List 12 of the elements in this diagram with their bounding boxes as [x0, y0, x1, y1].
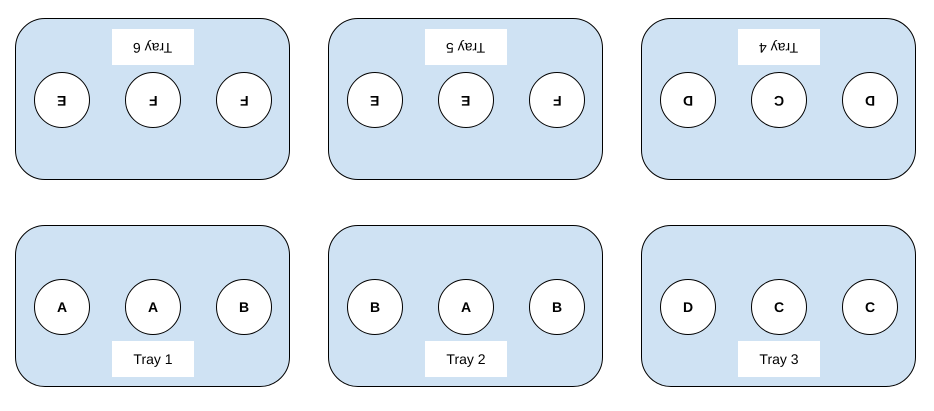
- tray-panel: [328, 18, 603, 180]
- tray-label: Tray 4: [738, 29, 820, 65]
- tray-panel: [15, 225, 290, 387]
- tray-label: Tray 5: [425, 29, 507, 65]
- tray-label: Tray 3: [738, 341, 820, 377]
- tray-panel: [641, 18, 916, 180]
- tray-panel: [328, 225, 603, 387]
- tray-panel: [641, 225, 916, 387]
- tray-label: Tray 6: [112, 29, 194, 65]
- tray-panel: [15, 18, 290, 180]
- tray-label: Tray 1: [112, 341, 194, 377]
- tray-label: Tray 2: [425, 341, 507, 377]
